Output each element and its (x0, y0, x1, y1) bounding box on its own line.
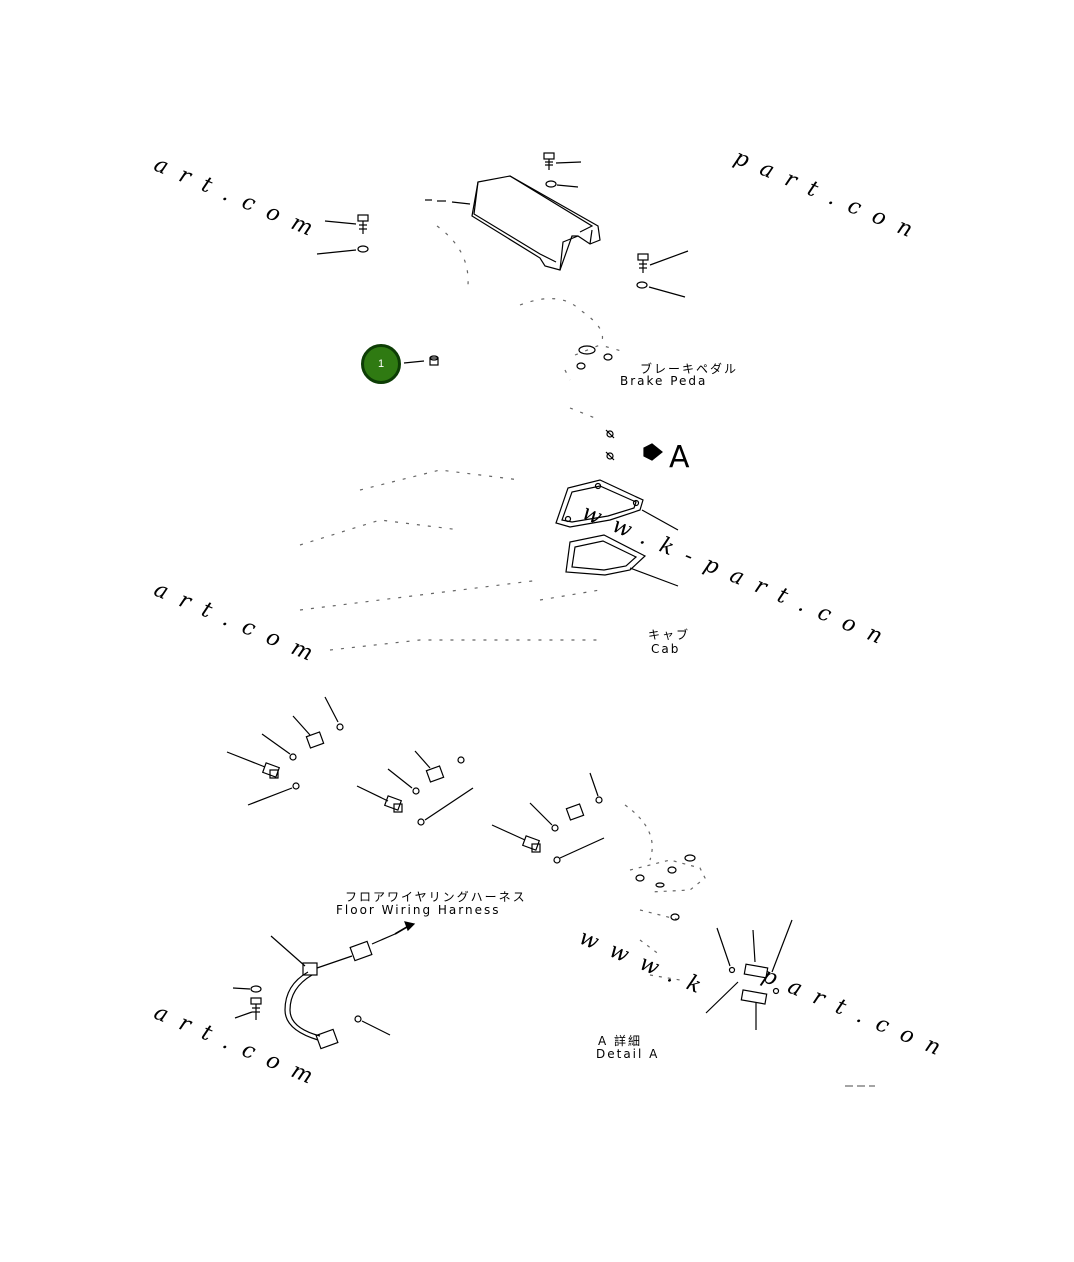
nut-part-1 (403, 355, 439, 366)
detail-pedal-outline (624, 804, 706, 981)
view-a-marker: A (669, 440, 690, 475)
bolt-top-right (636, 250, 689, 298)
detail-small-parts (635, 854, 696, 921)
harness-label-jp: フロアワイヤリングハーネス (345, 890, 527, 904)
floor-seal (565, 534, 679, 587)
detail-a-label-jp: A 詳細 (598, 1034, 643, 1048)
fitting-group-right (491, 772, 605, 864)
pedal-small-parts (576, 345, 663, 461)
pedal-assembly-outline (299, 225, 626, 651)
cab-label-en: Cab (651, 642, 681, 656)
brake-pedal-label-en: Brake Peda (620, 374, 708, 388)
bolt-top-left (316, 214, 369, 255)
cab-label-jp: キャブ (648, 628, 691, 642)
fitting-group-middle (356, 750, 474, 826)
detail-a-parts (705, 919, 793, 1030)
harness-bolt (232, 985, 262, 1020)
callout-number: 1 (377, 358, 385, 370)
harness-label-en: Floor Wiring Harness (336, 903, 501, 917)
brake-pedal-label-jp: ブレーキペダル (640, 362, 739, 376)
cover-plate (425, 175, 601, 271)
bolt-top-center (543, 152, 582, 188)
floor-wiring-harness (270, 921, 416, 1050)
detail-a-label-en: Detail A (596, 1047, 660, 1061)
part-callout-1[interactable]: 1 (361, 344, 401, 384)
fitting-group-left (226, 696, 344, 806)
floor-plate (555, 479, 679, 531)
